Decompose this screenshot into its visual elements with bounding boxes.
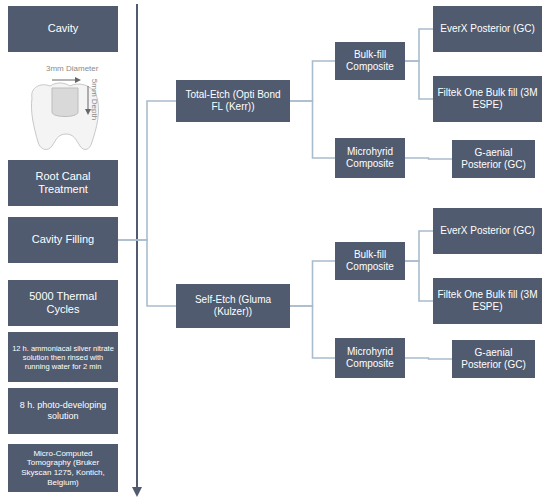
branch-connector	[405, 231, 433, 261]
box-content: EverX Posterior (GC)	[440, 225, 534, 237]
branch-connector	[290, 61, 335, 101]
box-content: Micro-Computed Tomography (Bruker Skysca…	[12, 449, 114, 487]
dimension-label: 3mm Diameter	[46, 64, 98, 73]
box-content: Bulk-fill Composite	[339, 249, 401, 273]
process-box: Bulk-fill Composite	[335, 42, 405, 80]
box-text: 12 h. ammoniacal silver nitrate solution…	[12, 344, 114, 371]
box-text: EverX Posterior (GC)	[440, 23, 534, 35]
box-text: Microhyrid Composite	[339, 346, 401, 370]
box-content: 8 h. photo-developing solution	[12, 400, 114, 422]
process-box: Cavity Filling	[8, 217, 118, 263]
process-box: Bulk-fill Composite	[335, 242, 405, 280]
box-text: Filtek One Bulk fill (3M ESPE)	[437, 289, 538, 313]
process-box: Cavity	[8, 6, 118, 52]
process-box: 5000 Thermal Cycles	[8, 280, 118, 326]
process-box: G-aenial Posterior (GC)	[452, 140, 535, 178]
timeline-arrow	[136, 4, 138, 492]
box-content: Total-Etch (Opti Bond FL (Kerr))	[180, 89, 286, 113]
box-text: Cavity Filling	[32, 233, 94, 246]
process-box: Filtek One Bulk fill (3M ESPE)	[433, 278, 542, 324]
box-text: Self-Etch (Gluma (Kulzer))	[180, 294, 286, 318]
box-text: G-aenial Posterior (GC)	[456, 347, 531, 371]
box-text: Total-Etch (Opti Bond FL (Kerr))	[180, 89, 286, 113]
box-content: 12 h. ammoniacal silver nitrate solution…	[12, 344, 114, 371]
process-box: Micro-Computed Tomography (Bruker Skysca…	[8, 444, 118, 492]
box-text: Bulk-fill Composite	[339, 49, 401, 73]
branch-connector	[290, 306, 335, 358]
box-content: EverX Posterior (GC)	[440, 23, 534, 35]
process-box: 8 h. photo-developing solution	[8, 388, 118, 434]
process-box: EverX Posterior (GC)	[433, 6, 542, 52]
box-content: Bulk-fill Composite	[339, 49, 401, 73]
branch-connector	[405, 61, 433, 99]
box-text: Microhyrid Composite	[339, 146, 401, 170]
box-text: Bulk-fill Composite	[339, 249, 401, 273]
branch-connector	[405, 358, 452, 359]
process-box: Root Canal Treatment	[8, 160, 118, 206]
branch-connector	[290, 261, 335, 306]
box-text: Micro-Computed Tomography (Bruker Skysca…	[12, 449, 114, 487]
box-content: Microhyrid Composite	[339, 346, 401, 370]
process-box: G-aenial Posterior (GC)	[452, 340, 535, 378]
box-content: Filtek One Bulk fill (3M ESPE)	[437, 87, 538, 111]
process-box: Microhyrid Composite	[335, 138, 405, 178]
process-box: Filtek One Bulk fill (3M ESPE)	[433, 76, 542, 122]
box-text: Filtek One Bulk fill (3M ESPE)	[437, 87, 538, 111]
box-content: Self-Etch (Gluma (Kulzer))	[180, 294, 286, 318]
box-content: Microhyrid Composite	[339, 146, 401, 170]
process-box: EverX Posterior (GC)	[433, 208, 542, 254]
box-content: Cavity Filling	[32, 233, 94, 246]
box-text: EverX Posterior (GC)	[440, 225, 534, 237]
process-box: 12 h. ammoniacal silver nitrate solution…	[8, 332, 118, 382]
process-box: Microhyrid Composite	[335, 338, 405, 378]
box-content: 5000 Thermal Cycles	[12, 290, 114, 316]
box-text: Cavity	[48, 22, 79, 35]
box-text: G-aenial Posterior (GC)	[456, 147, 531, 171]
box-text: 5000 Thermal Cycles	[12, 290, 114, 316]
tooth-illustration	[31, 80, 98, 149]
process-box: Total-Etch (Opti Bond FL (Kerr))	[176, 80, 290, 122]
process-box: Self-Etch (Gluma (Kulzer))	[176, 284, 290, 328]
branch-connector	[290, 101, 335, 158]
branch-connector	[405, 158, 452, 159]
box-text: 8 h. photo-developing solution	[12, 400, 114, 422]
box-content: Cavity	[48, 22, 79, 35]
branch-connector	[405, 261, 433, 301]
box-content: G-aenial Posterior (GC)	[456, 347, 531, 371]
branch-connector	[118, 240, 176, 306]
box-content: G-aenial Posterior (GC)	[456, 147, 531, 171]
box-content: Filtek One Bulk fill (3M ESPE)	[437, 289, 538, 313]
box-text: Root Canal Treatment	[12, 170, 114, 196]
dimension-label: 5mm Depth	[90, 79, 99, 120]
branch-connector	[118, 101, 176, 240]
box-content: Root Canal Treatment	[12, 170, 114, 196]
branch-connector	[405, 29, 433, 61]
